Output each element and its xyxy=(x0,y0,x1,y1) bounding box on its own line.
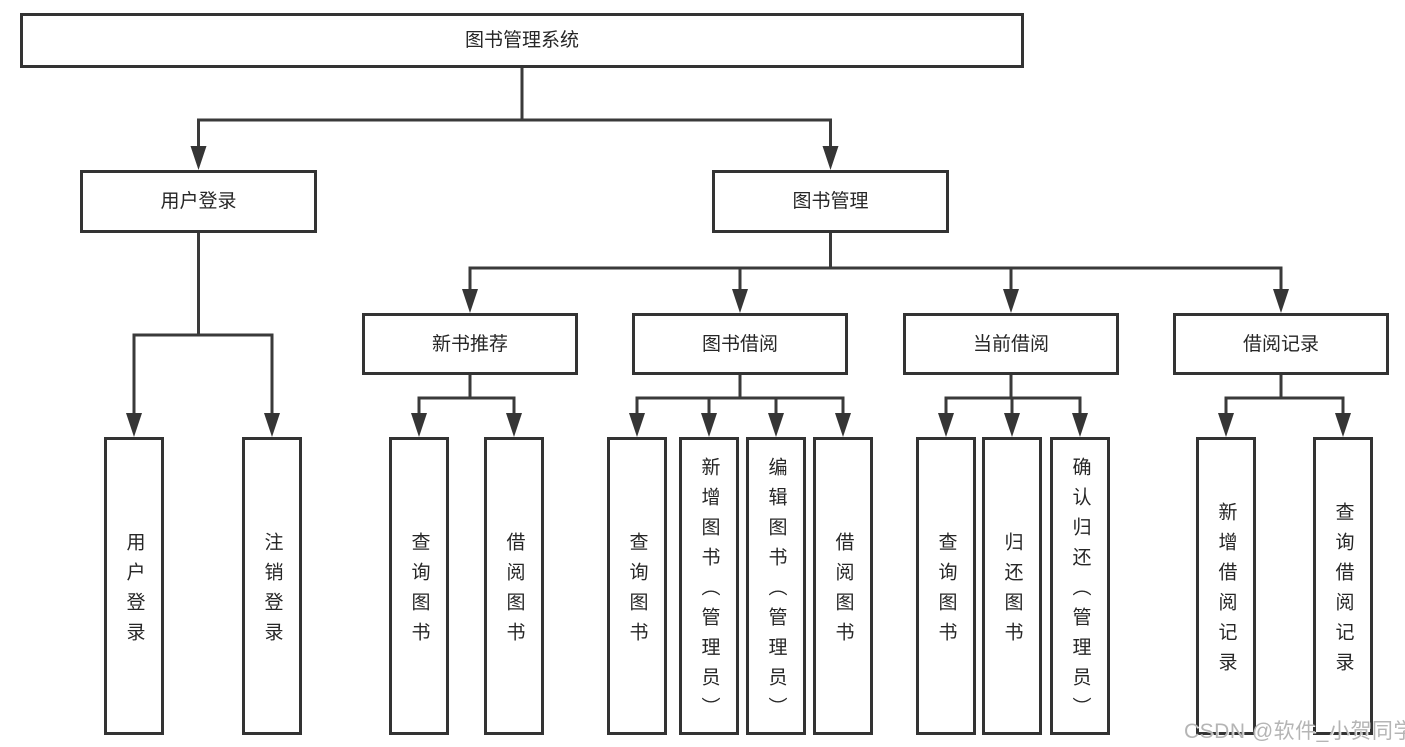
connector-new-book-rec-children xyxy=(411,375,522,437)
leaf-add-books-admin: 新增图书（管理员） xyxy=(679,437,739,735)
leaf-logout: 注销登录 xyxy=(242,437,302,735)
connector-book-borrow-children xyxy=(629,375,851,437)
node-root-system: 图书管理系统 xyxy=(20,13,1024,68)
csdn-watermark: CSDN @软件_小贺同学 xyxy=(1184,720,1405,743)
node-current-borrow: 当前借阅 xyxy=(903,313,1119,375)
node-borrow-records: 借阅记录 xyxy=(1173,313,1389,375)
leaf-user-login: 用户登录 xyxy=(104,437,164,735)
leaf-add-borrow-record: 新增借阅记录 xyxy=(1196,437,1256,735)
leaf-confirm-return-admin: 确认归还（管理员） xyxy=(1050,437,1110,735)
node-user-login: 用户登录 xyxy=(80,170,317,233)
leaf-rec-borrow-books: 借阅图书 xyxy=(484,437,544,735)
connector-user-login-children xyxy=(126,233,280,437)
leaf-rec-query-books: 查询图书 xyxy=(389,437,449,735)
leaf-return-books: 归还图书 xyxy=(982,437,1042,735)
connector-book-mgmt-children xyxy=(462,233,1289,313)
connector-current-borrow-children xyxy=(938,375,1088,437)
node-book-borrow: 图书借阅 xyxy=(632,313,848,375)
node-new-book-rec: 新书推荐 xyxy=(362,313,578,375)
leaf-current-query-books: 查询图书 xyxy=(916,437,976,735)
connector-borrow-records-children xyxy=(1218,375,1351,437)
leaf-borrow-query-books: 查询图书 xyxy=(607,437,667,735)
node-book-mgmt: 图书管理 xyxy=(712,170,949,233)
leaf-borrow-books: 借阅图书 xyxy=(813,437,873,735)
connector-root-to-level2 xyxy=(190,68,839,170)
leaf-edit-books-admin: 编辑图书（管理员） xyxy=(746,437,806,735)
leaf-query-borrow-record: 查询借阅记录 xyxy=(1313,437,1373,735)
